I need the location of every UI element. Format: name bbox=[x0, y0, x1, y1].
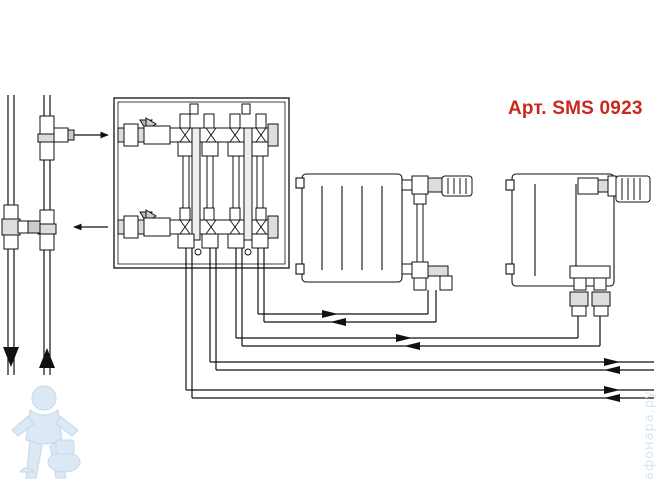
radiator-1-valves bbox=[401, 175, 473, 291]
plumber-mascot-icon bbox=[11, 385, 81, 479]
flow-direction-arrows bbox=[322, 310, 620, 402]
watermark-text: aфонара.ру bbox=[642, 390, 657, 480]
radiator-2 bbox=[505, 173, 615, 287]
article-prefix: Арт. bbox=[508, 98, 547, 119]
manifold-assembly bbox=[117, 103, 279, 256]
riser-flow-arrows bbox=[3, 347, 55, 368]
watermark: aфонара.ру bbox=[612, 372, 657, 482]
manifold-cabinet bbox=[113, 97, 290, 269]
manifold-flow-tubes bbox=[182, 156, 264, 208]
riser-fittings bbox=[1, 115, 75, 251]
article-number: Арт. SMS 0923 bbox=[508, 98, 643, 120]
manifold-valve-crosses bbox=[179, 127, 267, 235]
article-code: SMS 0923 bbox=[552, 98, 643, 119]
manifold-connections bbox=[73, 131, 109, 231]
distribution-pipes bbox=[185, 248, 654, 399]
radiator-1 bbox=[295, 173, 403, 283]
radiator-2-valves bbox=[569, 175, 651, 317]
